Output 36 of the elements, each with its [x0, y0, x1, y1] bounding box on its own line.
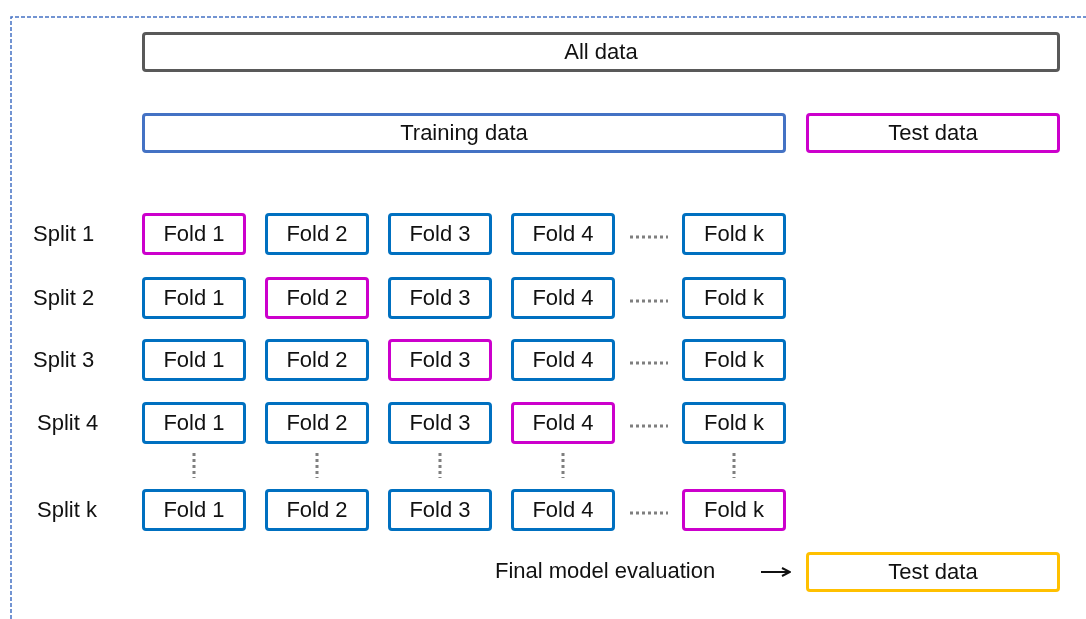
fold-box: Fold 4 — [511, 339, 615, 381]
fold-box: Fold 1 — [142, 213, 246, 255]
fold-box: Fold 3 — [388, 402, 492, 444]
row-label: Split 2 — [33, 285, 95, 311]
data-box: All data — [142, 32, 1060, 72]
fold-box: Fold k — [682, 489, 786, 531]
fold-box: Fold 4 — [511, 213, 615, 255]
fold-box: Fold 4 — [511, 402, 615, 444]
fold-box: Fold 3 — [388, 213, 492, 255]
row-label: Split 3 — [33, 347, 95, 373]
fold-box: Fold 3 — [388, 277, 492, 319]
fold-box: Fold 2 — [265, 277, 369, 319]
fold-box: Fold 1 — [142, 277, 246, 319]
caption-text: Final model evaluation — [495, 558, 716, 584]
fold-box: Fold 3 — [388, 489, 492, 531]
row-label: Split 4 — [37, 410, 99, 436]
data-box: Training data — [142, 113, 786, 153]
fold-box: Fold 1 — [142, 339, 246, 381]
arrow — [760, 567, 791, 577]
data-box: Test data — [806, 552, 1060, 592]
data-box: Test data — [806, 113, 1060, 153]
fold-box: Fold 4 — [511, 489, 615, 531]
fold-box: Fold 3 — [388, 339, 492, 381]
fold-box: Fold k — [682, 213, 786, 255]
fold-box: Fold 2 — [265, 489, 369, 531]
fold-box: Fold 4 — [511, 277, 615, 319]
fold-box: Fold k — [682, 339, 786, 381]
fold-box: Fold 1 — [142, 489, 246, 531]
row-label: Split k — [37, 497, 97, 523]
fold-box: Fold k — [682, 402, 786, 444]
fold-box: Fold 2 — [265, 213, 369, 255]
fold-box: Fold 2 — [265, 339, 369, 381]
row-label: Split 1 — [33, 221, 95, 247]
fold-box: Fold k — [682, 277, 786, 319]
fold-box: Fold 2 — [265, 402, 369, 444]
fold-box: Fold 1 — [142, 402, 246, 444]
